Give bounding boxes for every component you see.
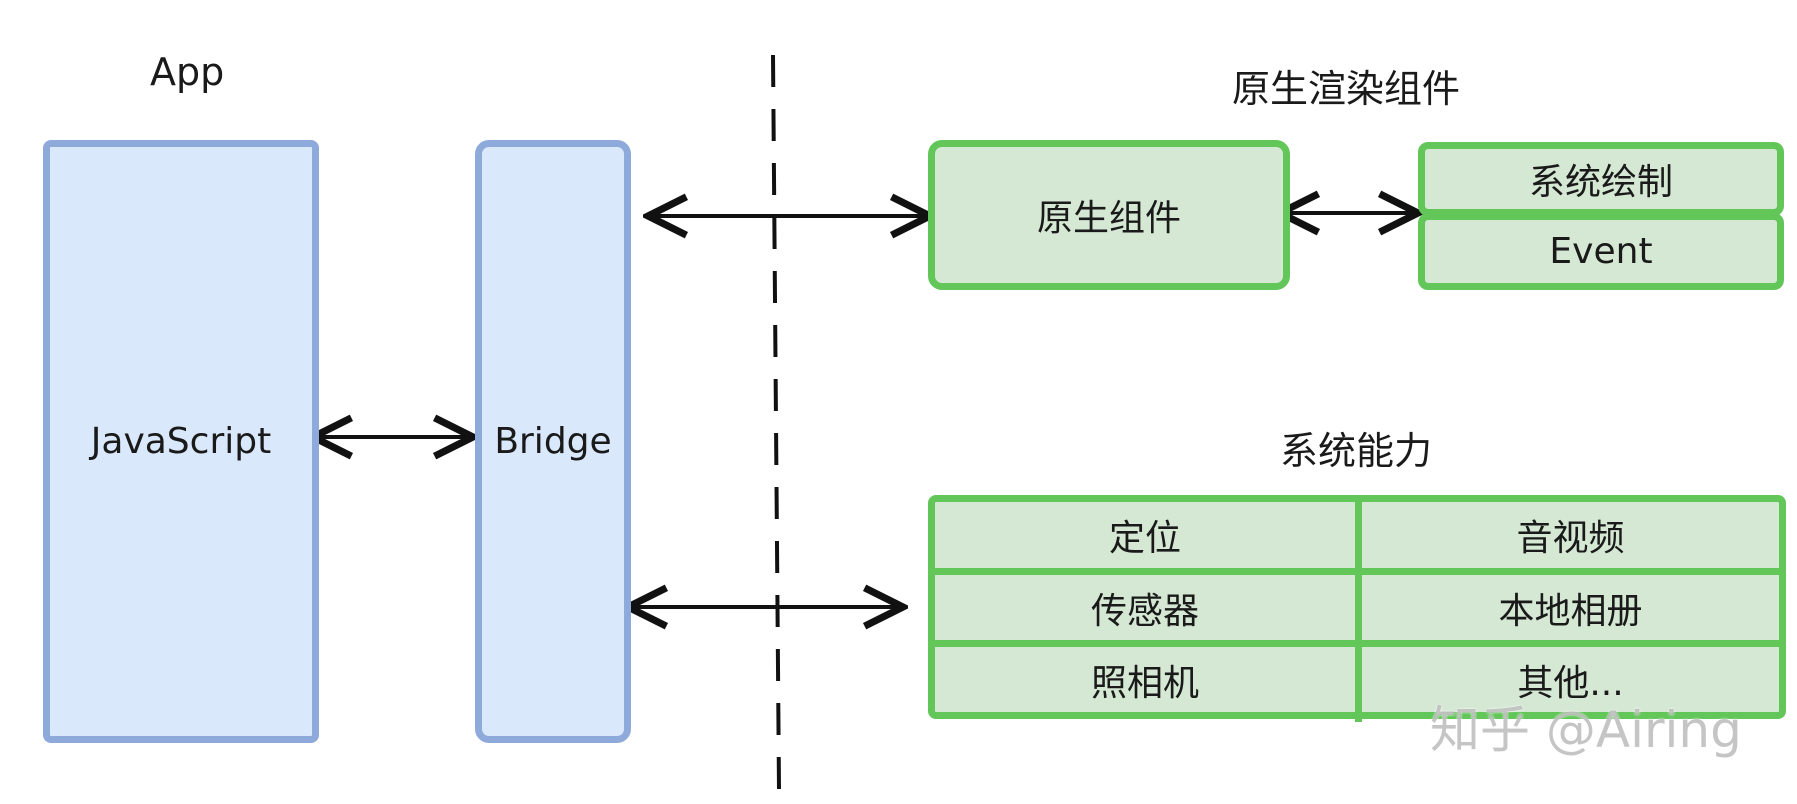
native-component-box: 原生组件 xyxy=(928,140,1290,290)
cap-audio-video: 音视频 xyxy=(1516,518,1625,559)
system-draw-label: 系统绘制 xyxy=(1528,162,1673,203)
cap-sensor: 传感器 xyxy=(1090,590,1199,632)
app-title: App xyxy=(150,50,225,94)
bridge-label: Bridge xyxy=(494,421,612,462)
boundary-divider xyxy=(771,54,781,791)
grid-divider-row2 xyxy=(935,640,1779,647)
grid-divider-row1 xyxy=(935,568,1779,575)
javascript-box: JavaScript xyxy=(43,140,319,743)
grid-divider-vertical xyxy=(1355,498,1362,722)
cap-location: 定位 xyxy=(1108,518,1181,559)
system-draw-stack: 系统绘制 Event xyxy=(1418,142,1784,290)
cap-other: 其他... xyxy=(1517,662,1624,704)
cap-local-album: 本地相册 xyxy=(1498,590,1643,632)
native-render-title: 原生渲染组件 xyxy=(1232,67,1461,111)
event-label: Event xyxy=(1549,231,1653,272)
capabilities-grid: 定位 音视频 传感器 本地相册 照相机 其他... xyxy=(928,495,1786,722)
event-box: Event xyxy=(1418,213,1784,290)
bridge-box: Bridge xyxy=(475,140,631,743)
native-component-label: 原生组件 xyxy=(1036,198,1181,239)
system-draw-box: 系统绘制 xyxy=(1418,142,1784,216)
cap-camera: 照相机 xyxy=(1090,662,1199,704)
javascript-label: JavaScript xyxy=(90,421,272,462)
zhihu-watermark: 知乎 @Airing xyxy=(1430,701,1742,759)
system-capabilities-title: 系统能力 xyxy=(1280,429,1433,473)
